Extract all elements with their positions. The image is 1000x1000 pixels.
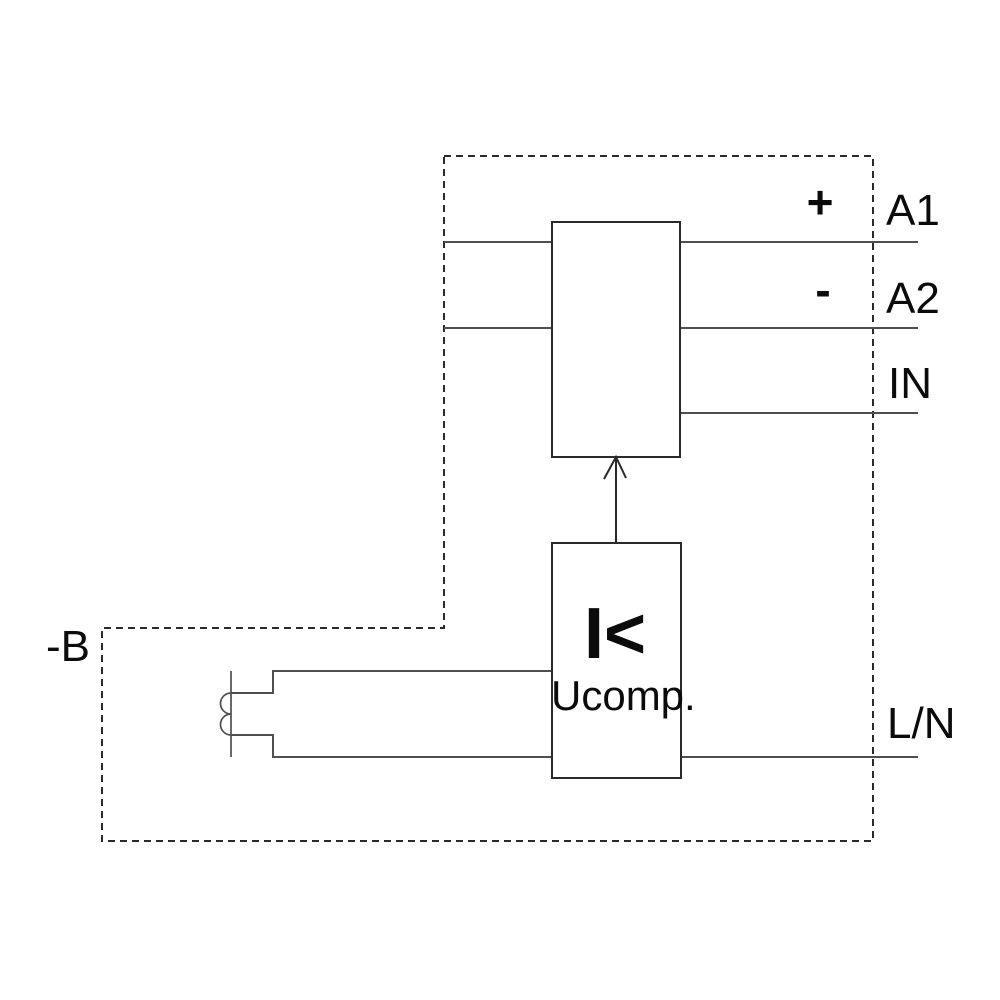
- trip-arrow-head-icon: [603, 454, 627, 480]
- current-sensor-top-outline: [231, 670, 552, 694]
- terminal-a2-label: A2: [886, 274, 940, 323]
- blocks-group: [551, 221, 682, 779]
- terminal-a1-label: A1: [886, 186, 940, 235]
- wires-group: [231, 241, 918, 758]
- terminal-ln-label: L/N: [887, 699, 955, 748]
- dashed-enclosure-border: [101, 155, 874, 842]
- terminal-in-label: IN: [888, 359, 932, 408]
- terminal-a2-polarity: -: [815, 264, 830, 316]
- enclosure-group: [101, 155, 874, 842]
- control-unit-box: [551, 221, 681, 458]
- terminal-a1-polarity: +: [807, 176, 834, 228]
- comparator-box: [551, 542, 682, 779]
- device-reference-label: -B: [46, 622, 90, 671]
- coil-group: [219, 671, 232, 757]
- arrow-group: [603, 454, 627, 543]
- comparator-label: Ucomp.: [551, 672, 696, 719]
- coil-winding-arcs: [219, 692, 232, 736]
- current-sensor-bottom-outline: [231, 734, 552, 758]
- labels-group: + A1 - A2 IN L/N -B I< Ucomp.: [46, 176, 955, 748]
- comparator-symbol: I<: [584, 594, 646, 674]
